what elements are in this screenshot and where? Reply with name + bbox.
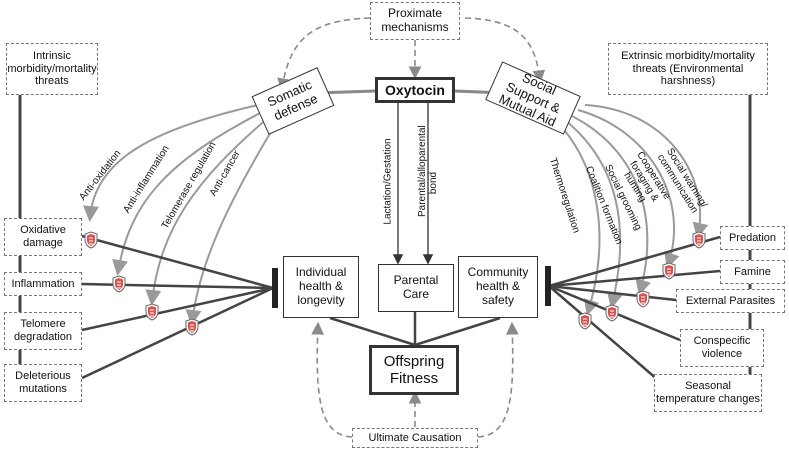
line-oxidative	[81, 234, 274, 290]
external-parasites-box: External Parasites	[676, 289, 785, 313]
conspecific-violence-box: Conspecific violence	[680, 329, 764, 367]
arrow-telomerase	[145, 117, 269, 306]
telomere-degradation-box: Telomere degradation	[4, 312, 82, 350]
line-predation	[548, 235, 721, 288]
intrinsic-threats-box: Intrinsic morbidity/mortality threats	[6, 43, 98, 95]
proximate-mechanisms-box: Proximate mechanisms	[370, 2, 460, 40]
dash-arrow-somatic	[277, 17, 371, 92]
shield-icon	[112, 275, 126, 293]
arrow-grooming	[569, 114, 651, 296]
dash-arrow-community	[477, 321, 519, 438]
line-mutations	[81, 286, 274, 380]
arrow-anti-cancer	[185, 124, 276, 326]
shield-icon	[578, 312, 592, 330]
line-famine	[548, 269, 721, 288]
line-parasites	[548, 284, 677, 302]
shield-icon	[605, 304, 619, 322]
dash-arrow-individual	[311, 321, 353, 438]
link-individual-offspring	[329, 316, 416, 347]
arrow-warning	[584, 104, 709, 239]
parental-bond-label: Parental/alloparental bond	[417, 125, 439, 217]
parental-care-box: Parental Care	[378, 264, 454, 312]
shield-icon	[84, 231, 98, 249]
community-health-box: Community health & safety	[458, 256, 538, 318]
line-seasonal	[548, 285, 659, 381]
shield-icon	[662, 262, 676, 280]
oxidative-damage-box: Oxidative damage	[4, 218, 82, 256]
line-inflammation	[81, 282, 274, 290]
link-community-offspring	[414, 316, 501, 347]
inflammation-box: Inflammation	[4, 272, 82, 296]
predation-box: Predation	[720, 226, 785, 250]
famine-box: Famine	[720, 260, 785, 284]
shield-icon	[636, 290, 650, 308]
extrinsic-threats-box: Extrinsic morbidity/mortality threats (E…	[608, 43, 768, 95]
line-telomere	[81, 286, 274, 332]
shield-icon	[692, 231, 706, 249]
oxytocin-box: Oxytocin	[375, 77, 455, 103]
deleterious-mutations-box: Deleterious mutations	[4, 364, 82, 402]
arrow-foraging	[577, 109, 680, 269]
shield-icon	[145, 303, 159, 321]
lactation-label: Lactation/Gestation	[382, 138, 394, 225]
ultimate-causation-box: Ultimate Causation	[352, 428, 478, 448]
seasonal-changes-box: Seasonal temperature changes	[654, 374, 762, 412]
arrow-coalition	[564, 119, 623, 309]
arrow-anti-oxidation	[83, 104, 259, 222]
individual-health-box: Individual health & longevity	[283, 256, 359, 318]
arrow-thermoregulation	[559, 124, 601, 316]
offspring-fitness-box: Offspring Fitness	[369, 345, 459, 395]
shield-icon	[185, 318, 199, 336]
